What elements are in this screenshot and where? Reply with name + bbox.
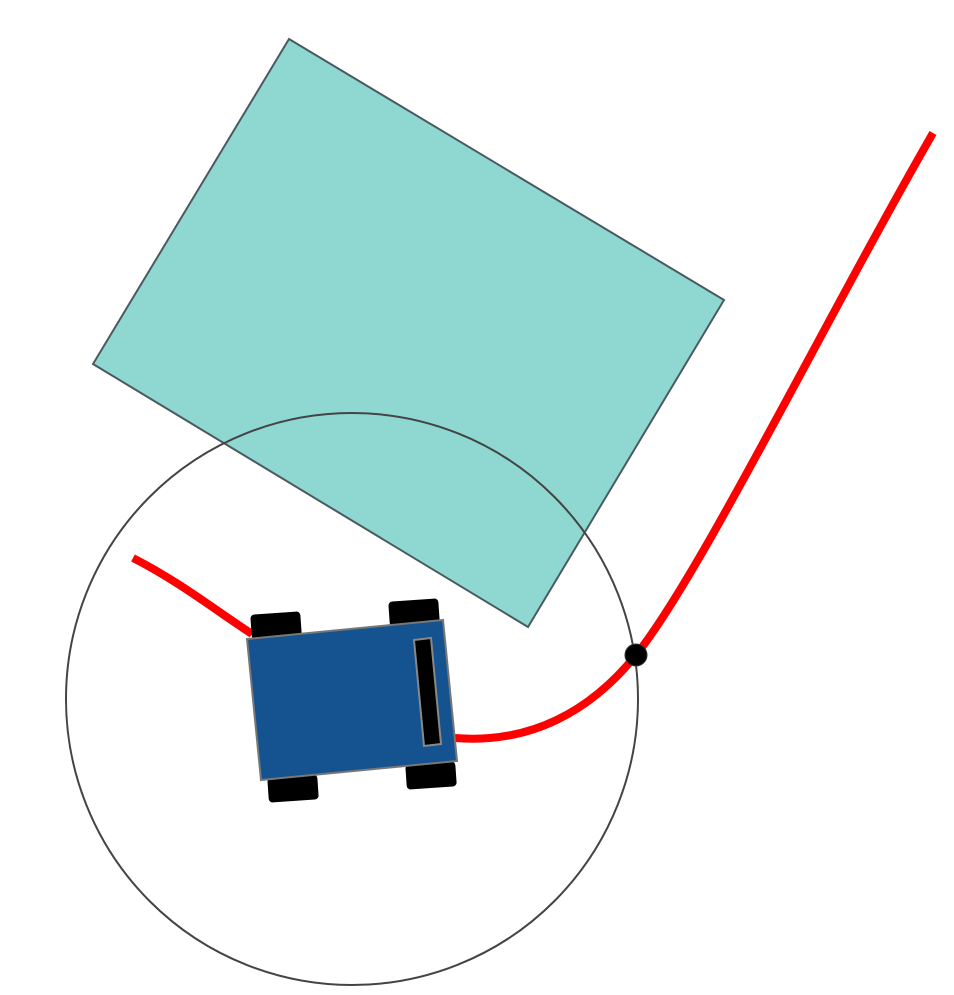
lookahead-point-dot-icon bbox=[624, 643, 648, 667]
wheel-icon bbox=[250, 611, 302, 640]
robot-body bbox=[245, 618, 459, 782]
robot-car-icon bbox=[245, 598, 459, 803]
obstacle-rectangle bbox=[91, 37, 726, 629]
sensor-bar bbox=[412, 636, 443, 748]
wheel-icon bbox=[405, 761, 457, 790]
wheel-icon bbox=[267, 774, 319, 803]
planned-path bbox=[131, 131, 937, 743]
wheel-icon bbox=[388, 598, 440, 627]
lookahead-circle bbox=[65, 412, 639, 986]
